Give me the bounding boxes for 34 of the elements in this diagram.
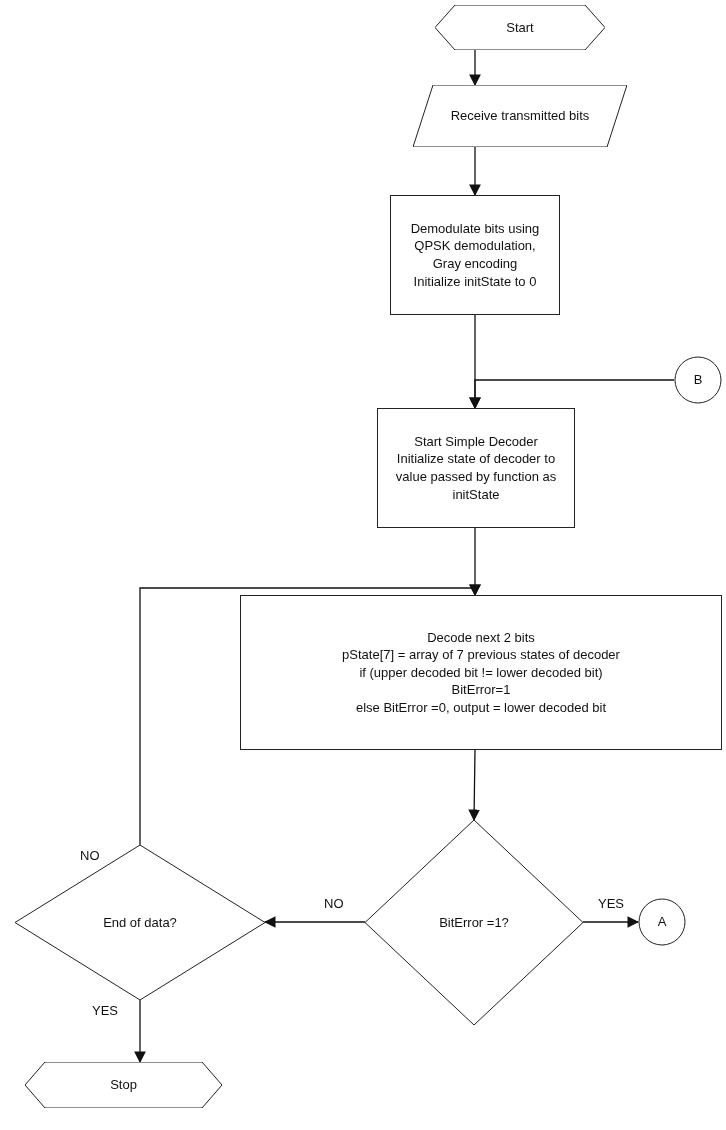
node-text: pState[7] = array of 7 previous states of decoder [342,646,620,664]
decision-diamond [365,820,583,1025]
arrow [468,749,480,822]
arrow [469,379,675,410]
node-text: else BitError =0, output = lower decoded bit [355,698,606,717]
node-text: Demodulate bits using QPSK demodulation, Gray encoding [409,219,541,273]
node-text: Start Simple Decoder [414,432,538,451]
node-text: Stop [110,1076,137,1094]
node-text: Start [506,18,534,37]
node-text: BitError=1 [451,681,511,699]
node-text: Initialize state of decoder to value passed by function as initState [394,450,558,504]
node-text: BitError =1? [439,913,509,932]
connector-circle [674,356,722,404]
node-text: A [657,913,667,931]
decision-diamond [15,845,265,1000]
arrow [469,146,481,197]
start-terminal [435,5,605,50]
process-box [240,595,722,750]
process-box [377,408,575,528]
arrow [263,916,366,928]
node-text: if (upper decoded bit != lower decoded bit) [359,663,603,682]
connector-circle [638,898,686,946]
node-text: Receive transmitted bits [450,107,590,125]
stop-terminal [25,1062,222,1108]
arrow [139,584,481,846]
process-box [390,195,560,315]
input-parallelogram [413,85,627,147]
node-text: B [693,371,703,389]
arrow [134,999,146,1064]
node-text: Initialize initState to 0 [413,272,537,291]
arrow [582,916,640,928]
node-text: End of data? [103,913,177,932]
node-text: Decode next 2 bits [427,628,535,647]
arrow [469,49,481,87]
